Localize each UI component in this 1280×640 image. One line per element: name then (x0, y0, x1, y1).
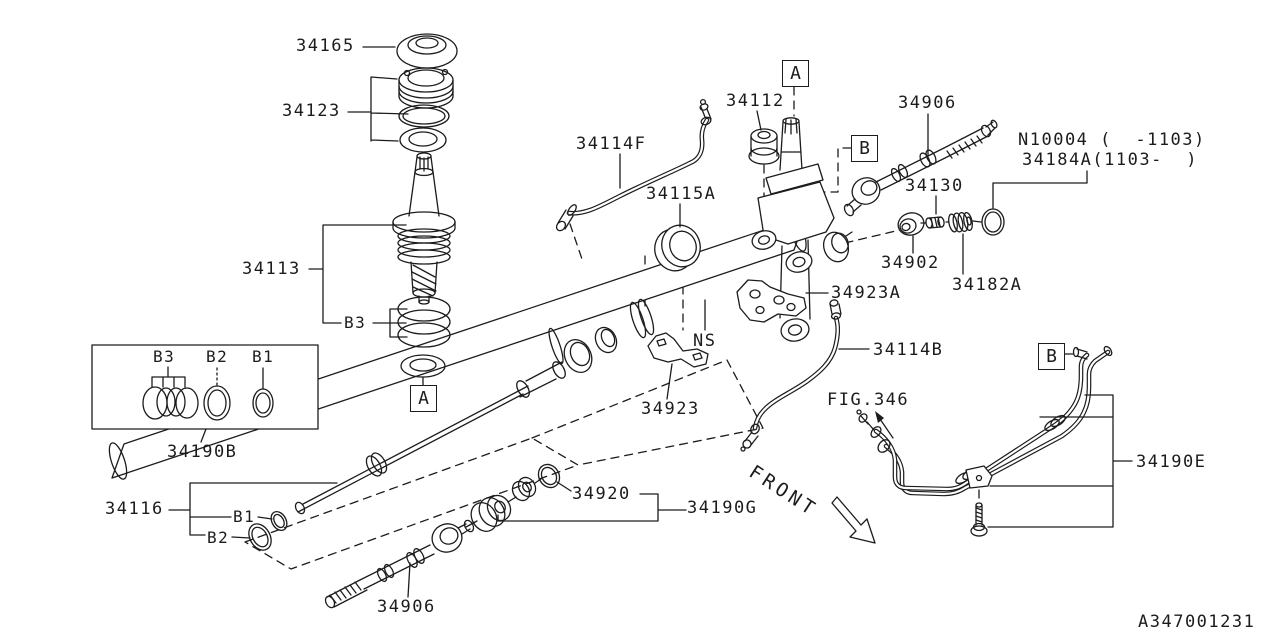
marker-box-b-pipe: B (1038, 343, 1065, 370)
label-34190G: 34190G (687, 498, 758, 518)
part-34920-group (465, 463, 561, 532)
label-34902: 34902 (881, 253, 940, 273)
part-34184A-washer (981, 170, 1088, 236)
label-34906-top: 34906 (898, 93, 957, 113)
label-34112: 34112 (726, 91, 785, 111)
part-34923-clamp (647, 332, 709, 400)
leader-34113 (308, 224, 407, 324)
leader-34116 (168, 482, 338, 539)
legend-box-34190B (91, 344, 319, 443)
label-legend-b1: B1 (252, 347, 275, 366)
label-34165: 34165 (296, 36, 355, 56)
part-34182A-plug (945, 212, 982, 275)
label-legend-b3: B3 (153, 347, 176, 366)
label-34113: 34113 (242, 259, 301, 279)
label-b1-rack: B1 (233, 507, 256, 526)
part-34116-rack-shaft (294, 361, 566, 515)
label-34114F: 34114F (576, 134, 647, 154)
label-34190E: 34190E (1136, 452, 1207, 472)
label-34116: 34116 (105, 499, 164, 519)
part-34923A-bracket (736, 279, 829, 323)
part-34906-tie-rod-top (843, 113, 998, 217)
label-34906-bottom: 34906 (377, 597, 436, 617)
part-34113-pinion-shaft (392, 152, 456, 305)
marker-box-a-top: A (782, 60, 809, 87)
label-34923A: 34923A (831, 283, 902, 303)
front-arrow (831, 496, 876, 544)
label-34182A: 34182A (952, 275, 1023, 295)
label-ns: NS (693, 331, 717, 351)
part-34115A-bushing (654, 203, 701, 272)
label-34130: 34130 (905, 176, 964, 196)
label-legend-b2: B2 (206, 347, 229, 366)
label-fig346: FIG.346 (827, 390, 910, 410)
label-34923: 34923 (641, 399, 700, 419)
label-34190B: 34190B (167, 442, 238, 462)
label-b3-main: B3 (344, 313, 367, 332)
part-34902-ball-seat (897, 212, 925, 254)
label-n10004: N10004 ( -1103) (1018, 130, 1206, 150)
fig346-arrow (875, 411, 894, 439)
label-34114B: 34114B (873, 340, 944, 360)
label-34184A: 34184A(1103- ) (1022, 150, 1199, 170)
marker-box-b-valve: B (851, 135, 878, 162)
figure-id: A347001231 (1138, 612, 1256, 632)
leader-lines (347, 46, 409, 142)
leader-34920-34190G (497, 481, 687, 522)
part-34114B-pipe (740, 299, 870, 452)
part-34130-adjuster (920, 195, 945, 229)
part-pinion-seal (400, 354, 446, 378)
valve-housing (751, 117, 853, 342)
label-34920: 34920 (572, 484, 631, 504)
part-34190E-pipes (856, 345, 1133, 537)
label-34115A: 34115A (646, 184, 717, 204)
part-b3-piston-rings (372, 296, 451, 348)
label-b2-rack: B2 (207, 528, 230, 547)
label-34123: 34123 (282, 101, 341, 121)
part-34123-seal-set (398, 67, 454, 153)
part-rack-bushings (563, 326, 618, 374)
part-34906-tie-rod-bottom (324, 519, 475, 609)
part-34112-damper (748, 110, 780, 165)
part-34116-orings (248, 511, 288, 551)
part-34165-dust-cap (396, 33, 458, 69)
marker-box-a-pinion: A (410, 385, 437, 412)
part-34114F-pipe (555, 98, 712, 232)
